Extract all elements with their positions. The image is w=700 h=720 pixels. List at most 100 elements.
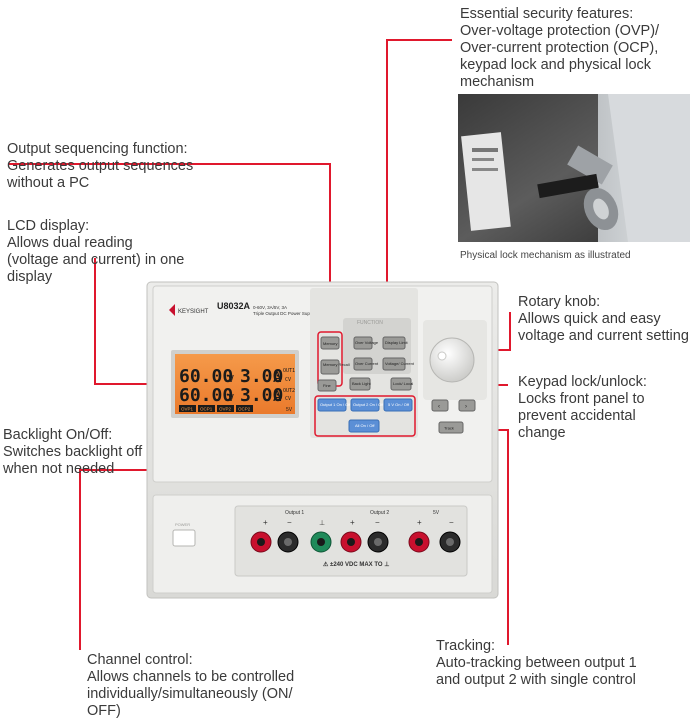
power-switch[interactable] (172, 529, 196, 547)
callout-keypad-line: change (518, 425, 566, 441)
callout-channel-line: OFF) (87, 703, 121, 719)
terminal-plus: + (350, 518, 355, 527)
callout-backlight-line: when not needed (3, 461, 115, 477)
track-button-label: Track (444, 426, 454, 431)
callout-rotary-title: Rotary knob: (518, 294, 601, 310)
all-on-off-button[interactable] (348, 419, 380, 433)
terminal-minus: − (449, 518, 454, 527)
fine-button[interactable] (317, 379, 337, 392)
lcd-row1-voltage: 60.00 (179, 366, 233, 387)
callout-tracking-line: and output 2 with single control (436, 672, 636, 688)
lcd-flag: OCP2 (238, 407, 251, 412)
lcd-row1-mode: CV (285, 377, 291, 383)
function-label: FUNCTION (357, 320, 383, 326)
callout-lcd-title: LCD display: (7, 218, 90, 234)
brand-label: KEYSIGHT (178, 309, 209, 315)
binding-posts (250, 531, 461, 553)
knob-grip (437, 351, 447, 361)
callout-channel: Channel control: Allows channels to be c… (87, 652, 294, 720)
lcd-row2-current: 3.00 (240, 385, 283, 406)
callout-security-line: Over-current protection (OCP), (460, 40, 659, 56)
callout-rotary-line: Allows quick and easy (518, 311, 661, 327)
arrow-left-icon: ‹ (438, 404, 440, 410)
lcd-flag: OVP1 (181, 407, 194, 412)
arrow-right-icon: › (465, 404, 467, 410)
terminal-plus: + (417, 518, 422, 527)
lcd-row2-voltage: 60.00 (179, 385, 233, 406)
lock-local-button[interactable] (390, 377, 412, 391)
display-limit-button-label: Display Limit (385, 340, 409, 345)
power-label: POWER (175, 522, 190, 527)
terminal-minus: − (375, 518, 380, 527)
callout-backlight: Backlight On/Off: Switches backlight off… (3, 427, 142, 478)
all-on-off-button-label: All On / Off (355, 423, 375, 428)
arrow-left-button[interactable] (431, 399, 449, 412)
callout-sequencing: Output sequencing function: Generates ou… (7, 141, 193, 192)
lcd-row1-current: 3.00 (240, 366, 283, 387)
output2-button-label: Output 2 On / Off (353, 402, 384, 407)
callout-keypad-line: Locks front panel to (518, 391, 645, 407)
callout-channel-title: Channel control: (87, 652, 193, 668)
output5v-button[interactable] (383, 398, 413, 412)
callout-keypad: Keypad lock/unlock: Locks front panel to… (518, 374, 647, 442)
over-voltage-button[interactable] (353, 336, 373, 350)
terminal-plus: + (263, 518, 268, 527)
lcd-row2-voltage-unit: V (228, 393, 234, 404)
lcd-flag: OCP1 (200, 407, 213, 412)
callout-sequencing-line: without a PC (7, 175, 90, 191)
lock-local-button-label: Lock/ Local (393, 381, 413, 386)
over-voltage-button-label: Over Voltage (355, 340, 379, 345)
callout-security-line: mechanism (460, 74, 535, 90)
callout-security-title: Essential security features: (460, 6, 634, 22)
arrow-right-button[interactable] (458, 399, 476, 412)
power-supply-device: KEYSIGHT U8032A 0-60V, 3A/5V, 3A Triple … (146, 281, 499, 599)
output1-button[interactable] (317, 398, 347, 412)
memory-button-label: Memory (323, 341, 337, 346)
callout-backlight-title: Backlight On/Off: (3, 427, 113, 443)
callout-backlight-line: Switches backlight off (3, 444, 143, 460)
output2-button[interactable] (350, 398, 380, 412)
callout-keypad-title: Keypad lock/unlock: (518, 374, 647, 390)
callout-tracking-title: Tracking: (436, 638, 496, 654)
callout-lcd-line: display (7, 269, 53, 285)
terminal-minus: − (287, 518, 292, 527)
spec-line1: 0-60V, 3A/5V, 3A (253, 305, 287, 310)
lcd-row2-mode: CV (285, 396, 291, 402)
output5v-button-label: 5 V On / Off (388, 402, 410, 407)
terminal-output2-label: Output 2 (370, 510, 389, 516)
spec-line2: Triple Output DC Power Supply (253, 311, 316, 316)
rotary-knob[interactable] (429, 337, 475, 383)
lcd-row2-tag: OUT2 (283, 388, 295, 394)
memory-recall-button-label: Memory Recall (323, 362, 350, 367)
fine-button-label: Fine (323, 383, 332, 388)
terminal-ground: ⊥ (319, 520, 325, 527)
backlight-button[interactable] (349, 377, 371, 391)
callout-lcd: LCD display: Allows dual reading (voltag… (7, 218, 184, 286)
keysight-logo-icon (169, 304, 175, 316)
backlight-button-label: Back Light (352, 381, 372, 386)
memory-button[interactable] (320, 336, 340, 350)
lcd-display (175, 354, 295, 414)
callout-keypad-line: prevent accidental (518, 408, 636, 424)
track-button[interactable] (438, 421, 464, 434)
callout-channel-line: individually/simultaneously (ON/ (87, 686, 293, 702)
callout-rotary: Rotary knob: Allows quick and easy volta… (518, 294, 689, 345)
callout-rotary-line: voltage and current setting (518, 328, 689, 344)
voltage-current-button[interactable] (382, 357, 406, 371)
callout-sequencing-title: Output sequencing function: (7, 141, 188, 157)
memory-recall-button[interactable] (320, 359, 340, 375)
terminal-5v-label: 5V (433, 510, 440, 516)
callout-tracking-line: Auto-tracking between output 1 (436, 655, 637, 671)
voltage-current-button-label: Voltage/ Current (385, 361, 415, 366)
callout-security-line: keypad lock and physical lock (460, 57, 652, 73)
lcd-row2-current-unit: A (273, 389, 282, 405)
lcd-row1-current-unit: A (273, 370, 282, 386)
over-current-button[interactable] (353, 357, 373, 371)
callout-lcd-line: Allows dual reading (7, 235, 133, 251)
terminal-output1-label: Output 1 (285, 510, 304, 516)
display-limit-button[interactable] (382, 336, 406, 350)
lock-caption: Physical lock mechanism as illustrated (460, 250, 631, 261)
model-label: U8032A (217, 301, 251, 311)
callout-security-line: Over-voltage protection (OVP)/ (460, 23, 660, 39)
physical-lock-photo (458, 94, 690, 242)
